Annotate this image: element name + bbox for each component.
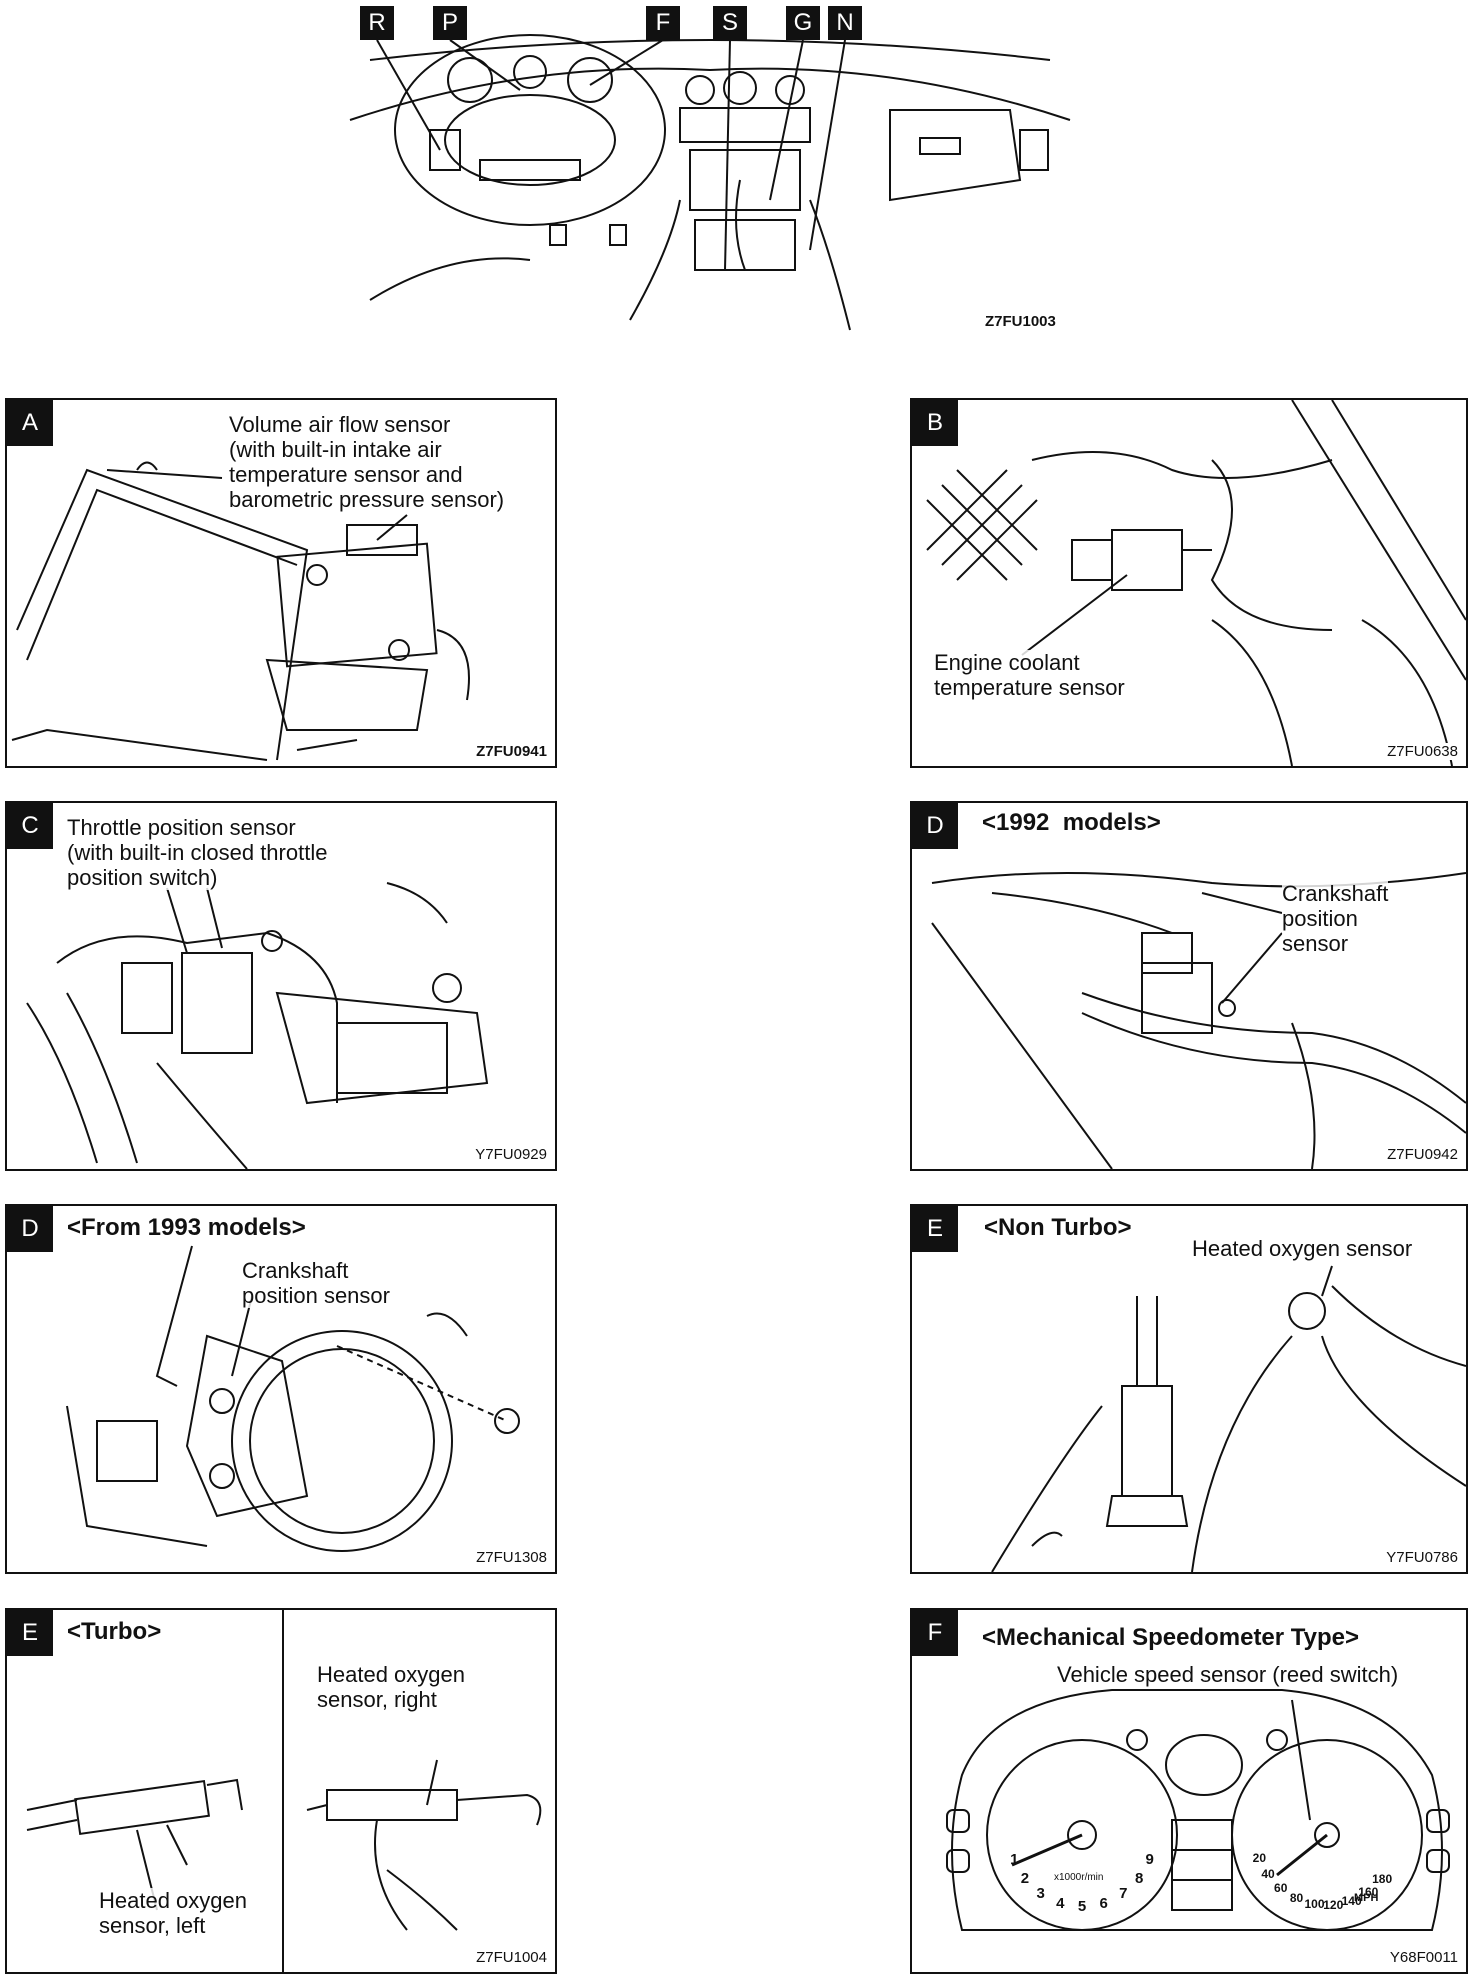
heated-oxygen-sensor-label: Heated oxygen sensor (1192, 1236, 1413, 1261)
speedometer-tick-40: 40 (1261, 1867, 1275, 1882)
engine-coolant-temperature-sensor-label: Engine coolant temperature sensor (934, 650, 1125, 700)
tachometer-tick-7: 7 (1119, 1884, 1128, 1902)
location-tag-p: P (433, 6, 467, 40)
speedometer-tick-180: 180 (1372, 1872, 1393, 1887)
panel-b-engine-coolant-temperature-sensor: B Engine coolant temperature sensor Z7FU… (910, 398, 1468, 768)
heated-oxygen-sensor-left-label: Heated oxygen sensor, left (99, 1888, 247, 1938)
speedometer-tick-60: 60 (1274, 1881, 1288, 1896)
panel-c-throttle-position-sensor: C Throttle position sensor (with built-i… (5, 801, 557, 1171)
speedometer-tick-20: 20 (1252, 1850, 1266, 1865)
panel-d-1992-code: Z7FU0942 (1387, 1146, 1458, 1163)
tachometer-tick-2: 2 (1020, 1869, 1030, 1887)
coolant-sensor-illustration (926, 400, 1466, 766)
panel-d-1993-code: Z7FU1308 (476, 1549, 547, 1566)
crankshaft-position-sensor-1993-label: Crankshaft position sensor (242, 1258, 390, 1308)
tachometer-tick-8: 8 (1134, 1869, 1144, 1887)
crankshaft-position-sensor-1992-label: Crankshaft position sensor (1282, 881, 1389, 956)
location-tag-r: R (360, 6, 394, 40)
crankshaft-sensor-1993-illustration (66, 1245, 520, 1552)
instrument-cluster-illustration (946, 1689, 1450, 1931)
vehicle-speed-sensor-label: Vehicle speed sensor (reed switch) (1057, 1662, 1399, 1687)
panel-d-1993-heading: <From 1993 models> (67, 1214, 306, 1242)
panel-e-non-turbo-code: Y7FU0786 (1386, 1549, 1458, 1566)
speedometer-tick-140: 140 (1341, 1893, 1362, 1908)
panel-c-code: Y7FU0929 (475, 1146, 547, 1163)
crankshaft-sensor-1992-illustration (931, 872, 1466, 1169)
panel-e-turbo-tag: E (7, 1610, 53, 1656)
dashboard-illustration (349, 34, 1071, 331)
volume-air-flow-sensor-label: Volume air flow sensor (with built-in in… (229, 412, 505, 512)
panel-d-1992-crankshaft-position-sensor: D <1992 models> Crankshaft position sens… (910, 801, 1468, 1171)
dashboard-overview: R P F S G N (330, 0, 1090, 340)
panel-e-turbo-heated-oxygen-sensors: E <Turbo> Heated oxygen sensor, right He… (5, 1608, 557, 1974)
panel-d-1993-tag: D (7, 1206, 53, 1252)
tachometer-tick-3: 3 (1036, 1884, 1045, 1902)
panel-c-tag: C (7, 803, 53, 849)
panel-e-non-turbo-heated-oxygen-sensor: E <Non Turbo> Heated oxygen sensor Y7FU0… (910, 1204, 1468, 1574)
panel-b-code: Z7FU0638 (1387, 743, 1458, 760)
panel-f-heading: <Mechanical Speedometer Type> (982, 1624, 1360, 1652)
panel-a-tag: A (7, 400, 53, 446)
speedometer-unit: MPH (1354, 1892, 1379, 1904)
tachometer-tick-6: 6 (1099, 1894, 1108, 1912)
panel-e-turbo-heading: <Turbo> (67, 1618, 162, 1646)
panel-a-code: Z7FU0941 (476, 743, 547, 760)
panel-f-code: Y68F0011 (1389, 1949, 1458, 1966)
heated-oxygen-sensor-right-label: Heated oxygen sensor, right (317, 1662, 465, 1712)
panel-d-1992-tag: D (912, 803, 958, 849)
tachometer-tick-5: 5 (1077, 1898, 1087, 1915)
panel-f-tag: F (912, 1610, 958, 1656)
panel-e-non-turbo-heading: <Non Turbo> (984, 1214, 1132, 1242)
panel-e-non-turbo-tag: E (912, 1206, 958, 1252)
panel-d-1992-heading: <1992 models> (982, 809, 1161, 837)
tachometer-unit: x1000r/min (1054, 1872, 1104, 1883)
tachometer-tick-1: 1 (1010, 1850, 1019, 1868)
oxygen-sensor-turbo-illustration (26, 1610, 542, 1972)
panel-a-volume-air-flow-sensor: A Volume air flow sensor (with built-in … (5, 398, 557, 768)
tachometer-tick-9: 9 (1145, 1850, 1154, 1868)
location-tag-n: N (828, 6, 862, 40)
throttle-position-sensor-label: Throttle position sensor (with built-in … (67, 815, 328, 890)
panel-d-1993-crankshaft-position-sensor: D <From 1993 models> Crankshaft position… (5, 1204, 557, 1574)
panel-b-tag: B (912, 400, 958, 446)
speedometer-tick-80: 80 (1289, 1891, 1304, 1906)
oxygen-sensor-non-turbo-illustration (991, 1265, 1466, 1572)
speedometer-tick-100: 100 (1304, 1896, 1325, 1911)
panel-e-turbo-code: Z7FU1004 (476, 1949, 547, 1966)
tachometer-tick-4: 4 (1056, 1894, 1065, 1912)
throttle-sensor-illustration (26, 882, 489, 1169)
speedometer-tick-160: 160 (1358, 1884, 1379, 1899)
speedometer-tick-120: 120 (1323, 1897, 1344, 1912)
location-tag-s: S (713, 6, 747, 40)
figure-code: Z7FU1003 (985, 313, 1056, 330)
location-tag-g: G (786, 6, 820, 40)
location-tag-f: F (646, 6, 680, 40)
air-flow-sensor-illustration (11, 461, 470, 761)
